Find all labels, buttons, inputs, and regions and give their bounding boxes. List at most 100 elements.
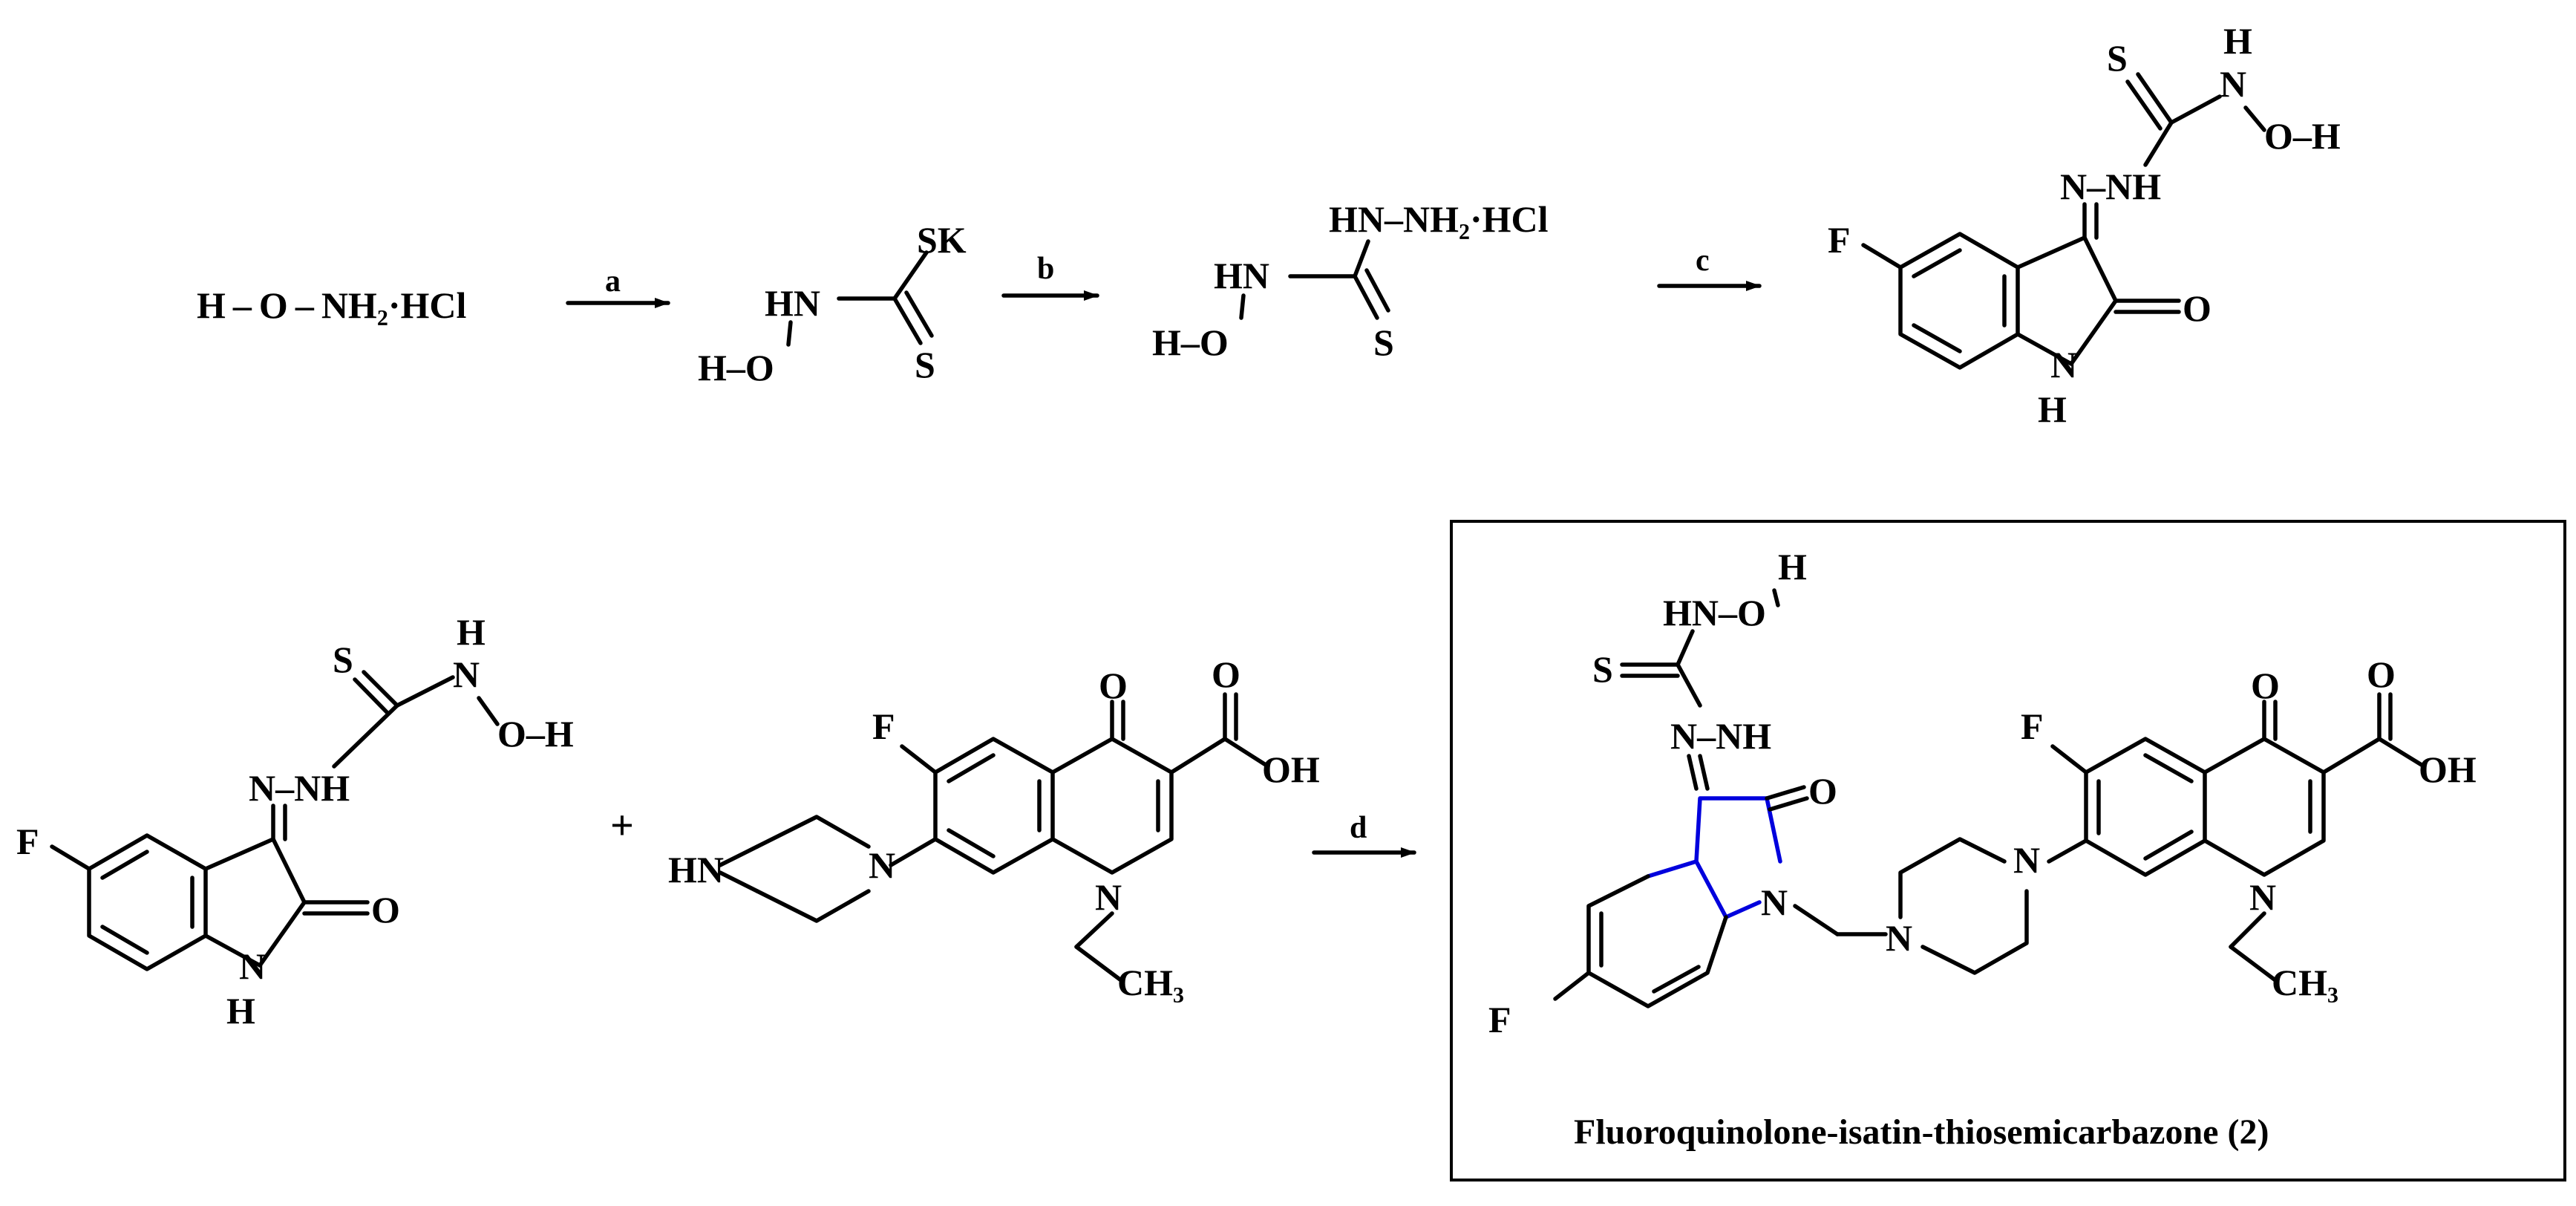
- atom-N: N: [2013, 839, 2040, 881]
- atom-HN: HN: [765, 282, 820, 324]
- bond-NH-C: [332, 703, 399, 769]
- bond-C-S-double-2: [1364, 268, 1390, 313]
- quinolone-benzene-ring: [933, 737, 1055, 875]
- bond-N-O: [2243, 105, 2266, 132]
- isatin-thiosemicarbazone-top: O N H F N–NH S N H O–H: [1828, 20, 2341, 430]
- atom-N-NH: N–NH: [249, 767, 350, 809]
- bond-N-O: [477, 696, 500, 726]
- bond-C-S-double-2: [353, 677, 390, 715]
- atom-S: S: [2107, 37, 2128, 79]
- atom-S: S: [915, 344, 935, 385]
- benzene-double-3: [947, 828, 996, 858]
- atom-N-NH: N–NH: [1670, 715, 1771, 757]
- atom-O: O: [2251, 665, 2280, 706]
- atom-O: O: [371, 889, 400, 930]
- piperazine-left-top: [718, 844, 759, 867]
- bond-C-F: [900, 744, 938, 775]
- piperazine-left-bottom: [718, 870, 759, 893]
- atom-N: N: [2050, 344, 2077, 385]
- bond-C-S-double-1: [362, 670, 399, 708]
- product-box: HN–O H S N–NH N O F N N: [1450, 520, 2566, 1181]
- atom-HN-O: HN–O: [1663, 592, 1766, 633]
- reaction-arrow-d: d: [1312, 811, 1416, 858]
- bond-N-CH2: [1793, 904, 1840, 936]
- product-box-border: [1450, 520, 2566, 1181]
- benzene-double-2: [2143, 753, 2194, 783]
- bond-N-O: [786, 320, 793, 347]
- atom-H-O: H–O: [1152, 322, 1229, 363]
- benzene-double-3: [1912, 323, 1962, 353]
- benzene-double-2: [1652, 965, 1701, 994]
- benzene-double-1: [100, 850, 149, 880]
- step-label-d: d: [1350, 811, 1367, 845]
- atom-F: F: [16, 821, 39, 862]
- bond-C-SK: [892, 250, 929, 301]
- atom-F: F: [1828, 219, 1851, 261]
- pyridone-ring: [2203, 737, 2326, 877]
- bond-C-NH-2: [2169, 94, 2222, 125]
- benzene-double-1: [1912, 248, 1962, 278]
- pyridone-ring: [1050, 737, 1174, 875]
- bond-C-NH-2: [395, 675, 455, 708]
- atom-N: N: [453, 653, 480, 695]
- step-label-b: b: [1037, 252, 1054, 286]
- bond-N-C-double: [1698, 754, 1710, 791]
- atom-F: F: [872, 705, 895, 747]
- atom-N: N: [2249, 876, 2276, 918]
- bond-N-quinolone: [2047, 838, 2088, 864]
- atom-N: N: [2220, 63, 2246, 105]
- piperazine-top: [755, 815, 871, 849]
- benzene-double-1: [947, 753, 996, 783]
- benzene-double-3: [2143, 829, 2194, 861]
- quinolone-benzene-ring: [2084, 737, 2207, 877]
- benzene-ring: [87, 833, 208, 971]
- intermediate-thiosemicarbazide: HN–NH₂·HCl HN H–O S: [1152, 198, 1549, 363]
- reaction-arrow-c: c: [1657, 244, 1762, 291]
- blue-ring-junction: [1646, 859, 1699, 879]
- bond-C-COOH: [1169, 737, 1227, 775]
- atom-N: N: [239, 945, 266, 987]
- bond-C-F: [1861, 243, 1903, 270]
- isatin-core-highlight: [1646, 796, 1782, 919]
- atom-H: H: [226, 990, 255, 1031]
- atom-H: H: [457, 611, 486, 653]
- step-label-a: a: [605, 264, 621, 299]
- plus-sign: +: [610, 803, 634, 849]
- bond-C-S-double-1: [892, 296, 923, 345]
- bond-C-N-piperazine: [889, 837, 938, 867]
- atom-O: O: [2367, 653, 2396, 695]
- atom-O-H: O–H: [2264, 115, 2341, 157]
- bond-ethyl-CH3: [1074, 945, 1123, 982]
- atom-F: F: [2021, 705, 2044, 747]
- atom-SK: SK: [917, 219, 967, 261]
- bond-C-COOH: [2321, 737, 2382, 775]
- atom-N: N: [869, 844, 895, 886]
- atom-S: S: [333, 639, 353, 680]
- bond-N-ethyl: [2229, 911, 2266, 949]
- reaction-arrow-a: a: [566, 264, 670, 308]
- benzene-double-3: [100, 925, 149, 955]
- bond-N-ethyl: [1074, 911, 1114, 949]
- product-caption: Fluoroquinolone-isatin-thiosemicarbazone…: [1574, 1112, 2269, 1152]
- atom-S: S: [1592, 648, 1613, 690]
- pyrrolone-blue: [1694, 796, 1782, 864]
- atom-O: O: [2183, 287, 2211, 329]
- benzene-ring: [1898, 232, 2020, 370]
- bond-C-F: [1553, 971, 1591, 1001]
- atom-O: O: [1099, 665, 1128, 706]
- blue-N-link: [1724, 900, 1762, 919]
- atom-H-O: H–O: [698, 347, 774, 388]
- piperazine-bottom: [755, 889, 871, 923]
- atom-N: N: [1886, 917, 1912, 959]
- blue-ring-junction-2: [1694, 859, 1728, 919]
- atom-CH3: CH₃: [2272, 962, 2338, 1003]
- reaction-arrow-b: b: [1001, 252, 1099, 301]
- bond-N-O: [1239, 293, 1246, 320]
- atom-O-H: O–H: [497, 713, 574, 754]
- bond-C-S-double-2: [2125, 79, 2163, 131]
- bond-C-O: [1765, 785, 1806, 801]
- hydroxylamine-hcl-label: H – O – NH₂·HCl: [197, 284, 466, 326]
- bond-C-O-double: [1768, 796, 1809, 812]
- atom-S: S: [1373, 322, 1394, 363]
